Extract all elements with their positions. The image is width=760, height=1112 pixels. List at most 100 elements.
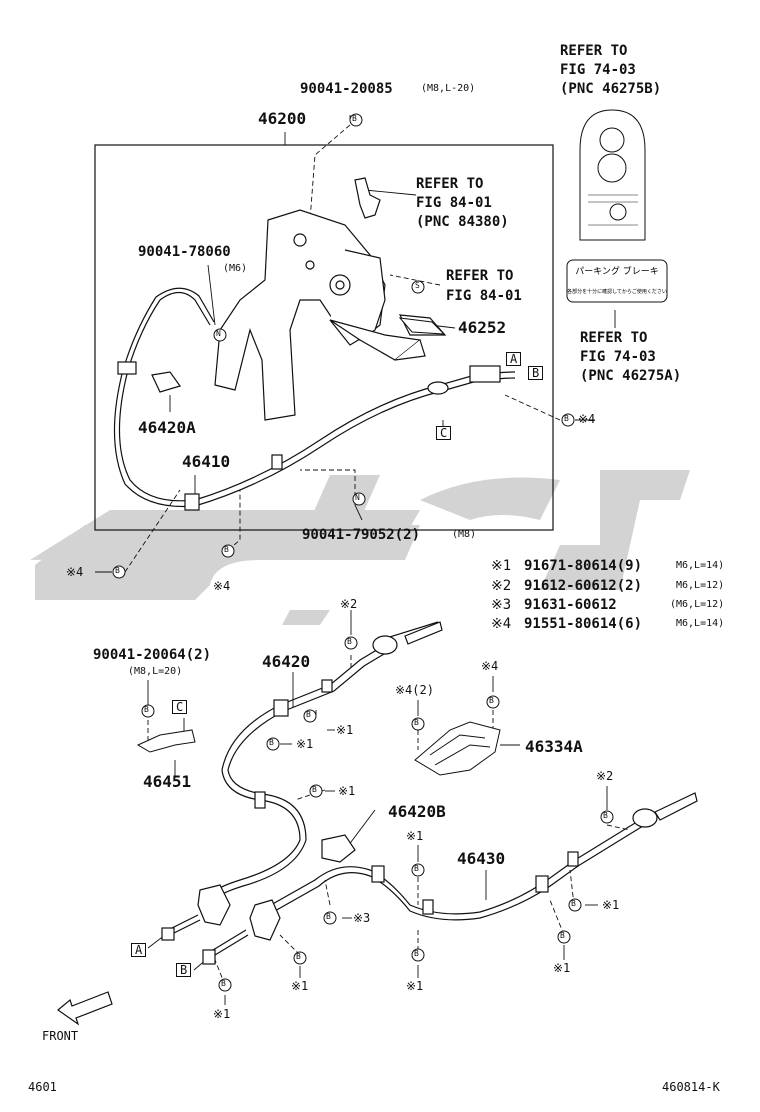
marker-letter: B — [269, 738, 274, 747]
marker-b — [221, 544, 235, 558]
part-90041-79052-spec: (M8) — [452, 529, 477, 540]
marker-letter: B — [306, 710, 311, 719]
marker-letter: B — [414, 864, 419, 873]
marker-b — [303, 709, 317, 723]
part-90041-20085: 90041-20085 — [300, 81, 393, 97]
marker-letter: B — [312, 785, 317, 794]
legend-spec-2: M6,L=12) — [676, 580, 725, 591]
footer-left: 4601 — [28, 1080, 57, 1094]
marker-b — [141, 704, 155, 718]
connector-b-lower: B — [176, 963, 192, 977]
warning-label-46275A: パーキング ブレーキ 各部分を十分に確認してからご使用ください — [566, 259, 668, 303]
label-jp-line2: 各部分を十分に確認してからご使用ください — [567, 288, 667, 295]
ref-74-03-a-line3: (PNC 46275A) — [580, 368, 682, 384]
part-46420B: 46420B — [388, 802, 446, 821]
marker-letter: N — [216, 329, 221, 338]
marker-b — [561, 413, 575, 427]
front-label: FRONT — [42, 1029, 79, 1043]
connector-c-lower: C — [172, 700, 188, 714]
mark-4-left: ※4 — [213, 579, 231, 593]
part-90041-78060-spec: (M6) — [223, 263, 248, 274]
mark-1-a: ※1 — [336, 723, 354, 737]
mark-1-h: ※1 — [406, 979, 424, 993]
marker-b — [349, 113, 363, 127]
ref-84-01-a-line3: (PNC 84380) — [416, 214, 509, 230]
marker-letter: B — [224, 545, 229, 554]
connector-b-upper: B — [528, 366, 544, 380]
footer-right: 460814-K — [662, 1080, 720, 1094]
cable-46420 — [161, 621, 443, 941]
mark-2-top: ※2 — [340, 597, 358, 611]
marker-b — [568, 898, 582, 912]
front-arrow-icon — [57, 991, 113, 1026]
marker-letter: B — [352, 114, 357, 123]
marker-b — [411, 717, 425, 731]
marker-b — [218, 978, 232, 992]
marker-b — [486, 695, 500, 709]
mark-1-g: ※1 — [291, 979, 309, 993]
legend-part-4: 91551-80614(6) — [524, 616, 643, 632]
ref-84-01-b-line2: FIG 84-01 — [446, 288, 522, 304]
part-46430: 46430 — [457, 849, 506, 868]
marker-letter: B — [296, 952, 301, 961]
marker-letter: B — [564, 414, 569, 423]
mark-4-lower: ※4 — [481, 659, 499, 673]
legend-part-2: 91612-60612(2) — [524, 578, 643, 594]
cable-46430 — [202, 792, 698, 965]
legend-spec-1: M6,L=14) — [676, 560, 725, 571]
marker-letter: B — [603, 811, 608, 820]
marker-letter: B — [221, 979, 226, 988]
mark-3: ※3 — [353, 911, 371, 925]
marker-letter: B — [326, 912, 331, 921]
legend-mark-1: ※1 — [491, 558, 512, 574]
connector-a-upper: A — [506, 352, 522, 366]
legend-spec-4: M6,L=14) — [676, 618, 725, 629]
mark-4-2: ※4(2) — [395, 683, 434, 697]
marker-b — [309, 784, 323, 798]
marker-letter: S — [415, 281, 420, 290]
part-46420: 46420 — [262, 652, 311, 671]
cover-46334A — [414, 721, 501, 776]
warning-tag-46275B — [579, 109, 646, 241]
ref-74-03-b-line3: (PNC 46275B) — [560, 81, 662, 97]
marker-letter: B — [144, 705, 149, 714]
label-jp-line1: パーキング ブレーキ — [575, 265, 659, 277]
marker-b — [293, 951, 307, 965]
legend-part-1: 91671-80614(9) — [524, 558, 643, 574]
part-46334A: 46334A — [525, 737, 583, 756]
part-90041-20085-spec: (M8,L-20) — [421, 83, 476, 94]
part-46200: 46200 — [258, 109, 307, 128]
mark-1-e: ※1 — [602, 898, 620, 912]
mark-1-f: ※1 — [553, 961, 571, 975]
marker-letter: B — [414, 718, 419, 727]
part-90041-20064-spec: (M8,L=20) — [128, 666, 183, 677]
ref-74-03-b-line1: REFER TO — [560, 43, 628, 59]
mark-4-far-left: ※4 — [66, 565, 84, 579]
part-90041-79052: 90041-79052(2) — [302, 527, 421, 543]
marker-letter: B — [347, 637, 352, 646]
ref-74-03-a-line2: FIG 74-03 — [580, 349, 656, 365]
mark-1-d: ※1 — [406, 829, 424, 843]
legend-mark-3: ※3 — [491, 597, 512, 613]
part-46410: 46410 — [182, 452, 231, 471]
ref-84-01-a-line1: REFER TO — [416, 176, 484, 192]
marker-b — [411, 863, 425, 877]
bracket-46451 — [136, 729, 196, 753]
ref-84-01-b-line1: REFER TO — [446, 268, 514, 284]
marker-letter: B — [414, 949, 419, 958]
marker-letter: N — [355, 493, 360, 502]
cable-46410 — [113, 287, 516, 511]
connector-a-lower: A — [131, 943, 147, 957]
marker-s — [411, 280, 425, 294]
legend-part-3: 91631-60612 — [524, 597, 617, 613]
connector-c-upper: C — [436, 426, 452, 440]
pedal-assembly — [214, 177, 447, 421]
marker-b — [411, 948, 425, 962]
assembly-box — [94, 144, 554, 531]
marker-b — [266, 737, 280, 751]
mark-2-right: ※2 — [596, 769, 614, 783]
part-46252: 46252 — [458, 318, 507, 337]
part-90041-20064: 90041-20064(2) — [93, 647, 212, 663]
mark-4-upper: ※4 — [578, 412, 596, 426]
